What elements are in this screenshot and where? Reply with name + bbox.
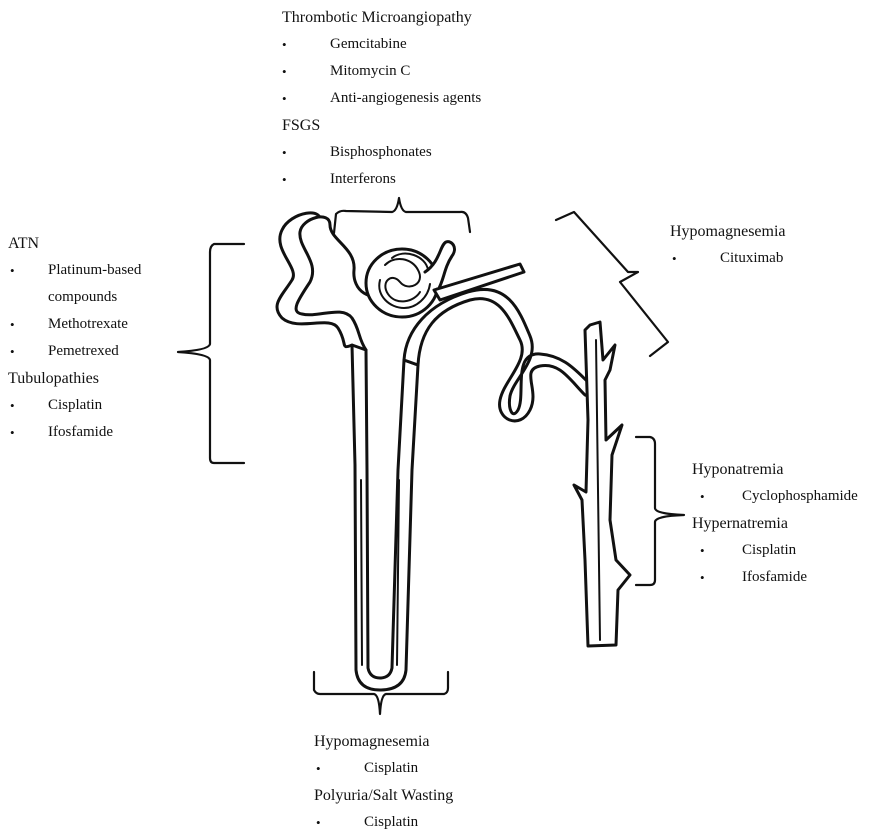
list-item: • Gemcitabine <box>282 31 562 58</box>
heading-hypomagnesemia-distal: Hypomagnesemia <box>670 218 870 245</box>
list-item: • Cyclophosphamide <box>692 483 887 510</box>
drug-label: Cisplatin <box>48 392 102 419</box>
heading-hyponatremia: Hyponatremia <box>692 456 887 483</box>
heading-polyuria-salt-wasting: Polyuria/Salt Wasting <box>314 782 534 809</box>
list-item: • Cituximab <box>670 245 870 272</box>
list-item: • Methotrexate <box>8 311 183 338</box>
list-item: • Cisplatin <box>314 755 534 782</box>
list-item: • Anti-angiogenesis agents <box>282 85 562 112</box>
bullet-icon: • <box>282 85 287 112</box>
drug-label: Cyclophosphamide <box>742 483 858 510</box>
drug-label: Cisplatin <box>364 809 418 836</box>
list-item: • Interferons <box>282 166 562 193</box>
bullet-icon: • <box>672 245 677 272</box>
collecting-duct <box>574 322 630 646</box>
bullet-icon: • <box>10 257 15 284</box>
list-item: • Pemetrexed <box>8 338 183 365</box>
bullet-icon: • <box>10 419 15 446</box>
drug-label: Interferons <box>330 166 396 193</box>
bullet-icon: • <box>316 755 321 782</box>
bullet-icon: • <box>282 31 287 58</box>
distal-convoluted-tubule <box>404 289 598 421</box>
heading-thrombotic-microangiopathy: Thrombotic Microangiopathy <box>282 4 562 31</box>
loop-of-henle-annotations: Hypomagnesemia • Cisplatin Polyuria/Salt… <box>314 728 534 836</box>
drug-label: Bisphosphonates <box>330 139 432 166</box>
drug-label: Methotrexate <box>48 311 128 338</box>
drug-label: Cisplatin <box>742 537 796 564</box>
bullet-icon: • <box>282 58 287 85</box>
drug-label: Cisplatin <box>364 755 418 782</box>
list-item: • Bisphosphonates <box>282 139 562 166</box>
list-item: • Cisplatin <box>8 392 183 419</box>
glomerulus-bracket <box>334 198 470 233</box>
drug-label: Anti-angiogenesis agents <box>330 85 481 112</box>
bullet-icon: • <box>316 809 321 836</box>
drug-label: Gemcitabine <box>330 31 407 58</box>
bullet-icon: • <box>10 311 15 338</box>
bullet-icon: • <box>700 537 705 564</box>
heading-hypomagnesemia-loop: Hypomagnesemia <box>314 728 534 755</box>
proximal-tubule-bracket <box>178 244 244 463</box>
list-item: • Cisplatin <box>314 809 534 836</box>
drug-label: Platinum-based compounds <box>48 257 168 311</box>
list-item: • Ifosfamide <box>8 419 183 446</box>
drug-label: Mitomycin C <box>330 58 410 85</box>
heading-fsgs: FSGS <box>282 112 562 139</box>
distal-tubule-annotations: Hypomagnesemia • Cituximab <box>670 218 870 272</box>
collecting-duct-annotations: Hyponatremia • Cyclophosphamide Hypernat… <box>692 456 887 591</box>
heading-atn: ATN <box>8 230 183 257</box>
drug-label: Cituximab <box>720 245 783 272</box>
proximal-tubule-annotations: ATN • Platinum-based compounds • Methotr… <box>8 230 183 446</box>
loop-of-henle <box>352 345 418 690</box>
glomerulus-annotations: Thrombotic Microangiopathy • Gemcitabine… <box>282 4 562 193</box>
drug-label: Ifosfamide <box>48 419 113 446</box>
bullet-icon: • <box>10 392 15 419</box>
drug-label: Pemetrexed <box>48 338 119 365</box>
heading-hypernatremia: Hypernatremia <box>692 510 887 537</box>
list-item: • Cisplatin <box>692 537 887 564</box>
list-item: • Ifosfamide <box>692 564 887 591</box>
bullet-icon: • <box>700 483 705 510</box>
distal-tubule-bracket <box>556 212 668 356</box>
bullet-icon: • <box>700 564 705 591</box>
list-item: • Platinum-based compounds <box>8 257 183 284</box>
list-item: • Mitomycin C <box>282 58 562 85</box>
collecting-duct-bracket <box>636 437 684 585</box>
bullet-icon: • <box>282 139 287 166</box>
heading-tubulopathies: Tubulopathies <box>8 365 183 392</box>
bullet-icon: • <box>282 166 287 193</box>
bullet-icon: • <box>10 338 15 365</box>
drug-label: Ifosfamide <box>742 564 807 591</box>
